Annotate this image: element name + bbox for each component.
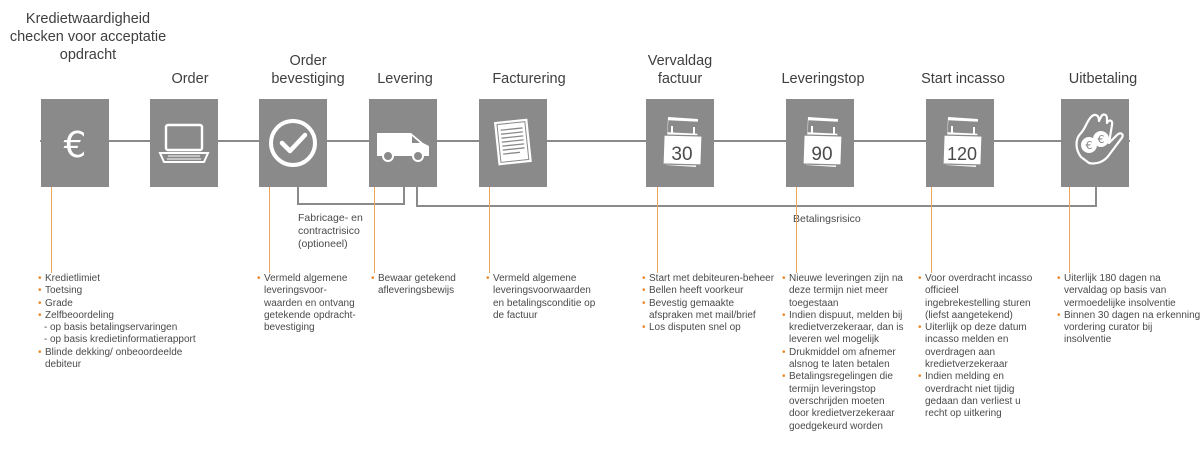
bracket-fabricage-right [403, 187, 405, 204]
notes-kredietwaardigheid: Kredietlimiet Toetsing Grade Zelfbeoorde… [38, 273, 248, 371]
timeline-line [40, 140, 1130, 142]
step-box-kredietwaardigheid: € [41, 99, 109, 187]
note-subitem: op basis kredietinformatierapport [38, 334, 248, 347]
connector-6 [796, 187, 797, 273]
hand-coins-icon: € € [1075, 113, 1124, 165]
note-item: Los disputen snel op [642, 322, 778, 335]
note-item: Indien melding en overdracht niet tijdig… [918, 371, 1036, 420]
note-subitem: op basis betalingservaringen [38, 322, 248, 335]
step-title-order: Order [171, 71, 209, 87]
note-item: Drukmiddel om afnemer alsnog te laten be… [782, 347, 906, 372]
note-item: Blinde dekking/ onbeoordeelde debiteur [38, 347, 185, 372]
note-item: Kredietlimiet [38, 273, 248, 286]
notes-start-incasso: Voor overdracht incasso officieel ingebr… [918, 273, 1036, 421]
svg-text:90: 90 [811, 144, 832, 165]
step-title-kredietwaardigheid: Kredietwaardigheid checken voor acceptat… [9, 11, 167, 63]
note-item: Bewaar getekend afleveringsbewijs [371, 273, 471, 298]
notes-leveringstop: Nieuwe leveringen zijn na deze termijn n… [782, 273, 906, 433]
calendar-icon: 30 [662, 117, 703, 167]
note-item: Start met debiteuren-beheer [642, 273, 778, 286]
connector-5 [657, 187, 658, 273]
calendar-icon: 120 [942, 117, 983, 167]
step-title-levering: Levering [377, 71, 433, 87]
connector-4 [489, 187, 490, 273]
checkmark-icon [269, 119, 317, 167]
step-box-vervaldag: 30 [646, 99, 714, 187]
bracket-fabricage-bottom [297, 203, 405, 205]
step-box-order [150, 99, 218, 187]
notes-uitbetaling: Uiterlijk 180 dagen na vervaldag op basi… [1057, 273, 1202, 347]
note-item: Toetsing [38, 285, 248, 298]
note-item: Uiterlijk op deze datum incasso melden e… [918, 322, 1036, 371]
note-item: Bellen heeft voorkeur [642, 285, 778, 298]
notes-facturering: Vermeld algemene leveringsvoorwaarden en… [486, 273, 604, 322]
step-title-facturering: Facturering [492, 71, 566, 87]
step-title-uitbetaling: Uitbetaling [1068, 71, 1138, 87]
note-item: Bevestig gemaakte afspraken met mail/bri… [642, 298, 778, 323]
svg-text:€: € [1098, 133, 1105, 146]
invoice-icon [493, 118, 532, 166]
calendar-icon: 90 [802, 117, 843, 167]
note-item: Binnen 30 dagen na erkenning vordering c… [1057, 310, 1202, 347]
laptop-icon [158, 123, 210, 163]
van-icon [377, 133, 429, 162]
step-title-start-incasso: Start incasso [921, 71, 1005, 87]
step-box-start-incasso: 120 [926, 99, 994, 187]
connector-2 [269, 187, 270, 273]
note-item: Uiterlijk 180 dagen na vervaldag op basi… [1057, 273, 1202, 310]
svg-text:€: € [64, 125, 87, 166]
connector-8 [1069, 187, 1070, 273]
step-box-uitbetaling: € € [1061, 99, 1129, 187]
note-item: Voor overdracht incasso officieel ingebr… [918, 273, 1036, 322]
connector-3 [374, 187, 375, 273]
svg-text:€: € [1086, 139, 1093, 152]
note-item: Vermeld algemene leveringsvoor-waarden e… [257, 273, 365, 334]
step-box-orderbevestiging [259, 99, 327, 187]
bracket-fabricage-left [297, 187, 299, 204]
note-item: Indien dispuut, melden bij kredietverzek… [782, 310, 906, 347]
step-box-levering [369, 99, 437, 187]
connector-7 [931, 187, 932, 273]
step-box-facturering [479, 99, 547, 187]
note-item: Nieuwe leveringen zijn na deze termijn n… [782, 273, 906, 310]
note-item: Zelfbeoordeling [38, 310, 248, 323]
step-title-vervaldag: Vervaldag factuur [647, 53, 713, 87]
euro-icon: € [64, 125, 87, 166]
connector-1 [51, 187, 52, 273]
bracket-betaling-right [1095, 187, 1097, 207]
step-title-orderbevestiging: Order bevestiging [271, 53, 345, 87]
notes-orderbevestiging: Vermeld algemene leveringsvoor-waarden e… [257, 273, 365, 334]
note-item: Vermeld algemene leveringsvoorwaarden en… [486, 273, 604, 322]
label-fabricage-risico: Fabricage- en contractrisico (optioneel) [298, 212, 363, 250]
bracket-betaling-bottom [416, 205, 1097, 207]
bracket-betaling-left [416, 187, 418, 207]
svg-text:30: 30 [671, 144, 692, 165]
label-betalingsrisico: Betalingsrisico [793, 213, 861, 225]
note-item: Betalingsregelingen die termijn levering… [782, 371, 906, 432]
note-item: Grade [38, 298, 248, 311]
step-box-leveringstop: 90 [786, 99, 854, 187]
svg-text:120: 120 [947, 144, 977, 164]
notes-vervaldag: Start met debiteuren-beheer Bellen heeft… [642, 273, 778, 335]
step-title-leveringstop: Leveringstop [781, 71, 865, 87]
notes-levering: Bewaar getekend afleveringsbewijs [371, 273, 471, 298]
